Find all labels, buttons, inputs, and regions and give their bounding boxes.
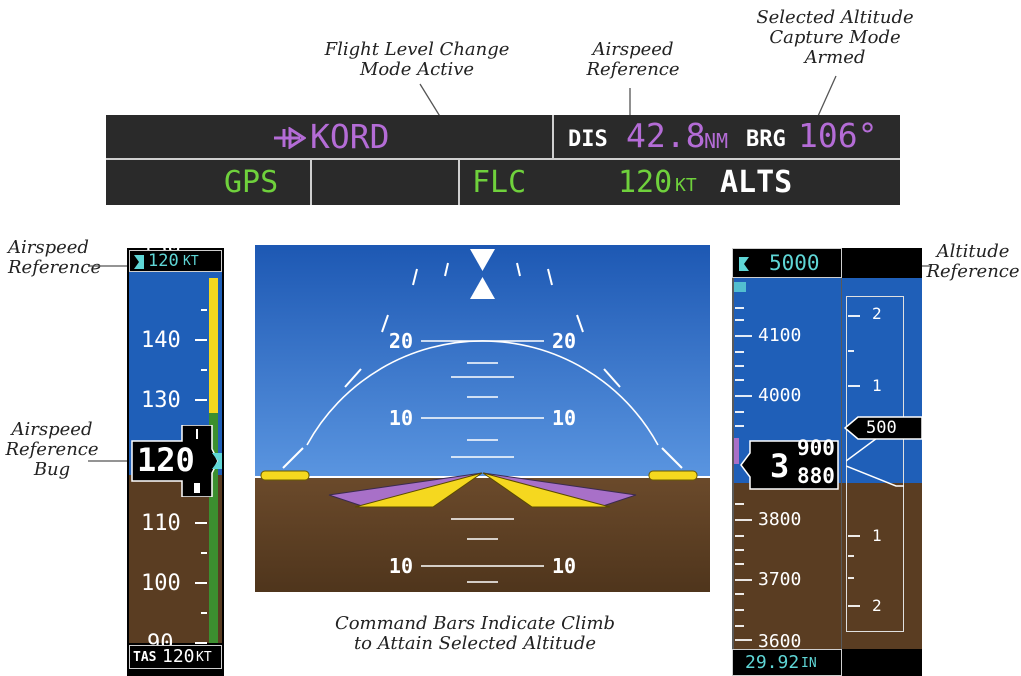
altitude-trend-bar bbox=[734, 438, 739, 464]
brg-label: BRG bbox=[746, 127, 786, 152]
altitude-tick-marks bbox=[734, 282, 752, 641]
tas-label: TAS bbox=[133, 650, 157, 665]
airspeed-tick: 140 bbox=[141, 328, 181, 353]
vsi-bug-value: 500 bbox=[866, 418, 897, 438]
roll-pointer-top bbox=[470, 249, 495, 271]
altimeter-ground bbox=[732, 483, 922, 649]
divider bbox=[552, 115, 554, 158]
altitude-tick: 4000 bbox=[758, 385, 802, 406]
baro-unit: IN bbox=[801, 656, 817, 671]
vsi-scale-label: 1 bbox=[872, 376, 882, 395]
altitude-tick: 3800 bbox=[758, 509, 802, 530]
tas-unit: KT bbox=[196, 650, 212, 665]
level-bar-left bbox=[260, 470, 310, 481]
vsi-scale-label: 1 bbox=[872, 526, 882, 545]
airspeed-reference-unit: KT bbox=[183, 254, 199, 269]
callout-airspeed-reference-top: Airspeed Reference bbox=[586, 39, 680, 80]
callout-command-bars: Command Bars Indicate Climb to Attain Se… bbox=[334, 613, 616, 654]
altitude-pointer bbox=[740, 440, 839, 490]
altitude-tick: 3600 bbox=[758, 631, 802, 652]
tas-box: TAS 120 KT bbox=[129, 645, 222, 669]
callout-airspeed-reference-left: Airspeed Reference bbox=[8, 237, 102, 278]
pitch-label-right: 10 bbox=[552, 554, 576, 578]
pitch-label-left: 20 bbox=[389, 329, 413, 353]
aircraft-symbol-left bbox=[354, 472, 483, 508]
altitude-tick: 3700 bbox=[758, 569, 802, 590]
pitch-label-left: 10 bbox=[389, 406, 413, 430]
altitude-bug-top bbox=[734, 282, 746, 292]
direct-to-icon bbox=[274, 127, 306, 149]
barometric-setting-box: 29.92 IN bbox=[732, 649, 842, 676]
roll-ticks bbox=[282, 262, 683, 469]
divider bbox=[310, 160, 312, 205]
armed-mode: ALTS bbox=[720, 165, 793, 200]
lateral-mode: GPS bbox=[224, 165, 279, 200]
pitch-label-right: 20 bbox=[552, 329, 576, 353]
altitude-tape-frame bbox=[732, 278, 842, 649]
callout-altitude-capture: Selected Altitude Capture Mode Armed bbox=[756, 7, 914, 68]
airspeed-tick: 100 bbox=[141, 571, 181, 596]
pitch-label-right: 10 bbox=[552, 406, 576, 430]
dis-label: DIS bbox=[568, 127, 608, 152]
speed-band-green bbox=[209, 413, 218, 643]
vsi-bug bbox=[844, 416, 923, 440]
callout-airspeed-bug: Airspeed Reference Bug bbox=[5, 419, 99, 480]
attitude-indicator: 20 20 10 10 10 10 bbox=[255, 245, 710, 592]
current-airspeed: 120 bbox=[137, 441, 195, 479]
tape-ground bbox=[129, 475, 222, 643]
airspeed-reference-box: 120 KT bbox=[129, 250, 222, 272]
altitude-roll-upper: 900 bbox=[797, 436, 835, 460]
vertical-mode: FLC bbox=[472, 165, 527, 200]
altitude-tick: 4100 bbox=[758, 325, 802, 346]
callout-flc: Flight Level Change Mode Active bbox=[324, 39, 510, 80]
dis-unit: NM bbox=[704, 129, 729, 153]
speed-band-yellow bbox=[209, 278, 218, 413]
waypoint-id: KORD bbox=[310, 117, 390, 156]
ground bbox=[255, 477, 710, 592]
airspeed-reference-bug bbox=[212, 453, 222, 469]
callout-altitude-reference: Altitude Reference bbox=[926, 241, 1020, 282]
bug-marker-icon bbox=[134, 255, 144, 269]
altitude-reference-value: 5000 bbox=[769, 251, 820, 275]
pitch-ladder bbox=[421, 340, 544, 583]
vertical-reference: 120 bbox=[618, 165, 673, 200]
baro-value: 29.92 bbox=[745, 652, 800, 673]
roll-pointer-bottom bbox=[470, 277, 495, 299]
altitude-roll-lower: 880 bbox=[797, 464, 835, 488]
divider bbox=[458, 160, 460, 205]
vsi-scale-label: 2 bbox=[872, 304, 882, 323]
dis-value: 42.8 bbox=[626, 116, 706, 155]
tas-value: 120 bbox=[162, 646, 195, 667]
airspeed-tick: 110 bbox=[141, 511, 181, 536]
divider bbox=[106, 158, 900, 160]
airspeed-reference-value: 120 bbox=[148, 251, 179, 271]
airspeed-tick: 130 bbox=[141, 388, 181, 413]
nav-status-bar: KORD DIS 42.8 NM BRG 106° GPS FLC 120 KT… bbox=[106, 115, 900, 205]
brg-value: 106° bbox=[798, 116, 878, 155]
vsi-ticks bbox=[846, 315, 904, 607]
altitude-reference-box: 5000 bbox=[732, 248, 842, 278]
altitude-hundreds: 3 bbox=[770, 447, 790, 485]
vertical-reference-unit: KT bbox=[675, 175, 697, 196]
vsi-scale bbox=[846, 296, 904, 632]
aircraft-symbol-right bbox=[482, 472, 611, 508]
level-bar-right bbox=[648, 470, 698, 481]
airspeed-pointer bbox=[131, 425, 222, 497]
vsi-scale-label: 2 bbox=[872, 596, 882, 615]
pitch-label-left: 10 bbox=[389, 554, 413, 578]
bug-marker-icon bbox=[739, 257, 749, 271]
